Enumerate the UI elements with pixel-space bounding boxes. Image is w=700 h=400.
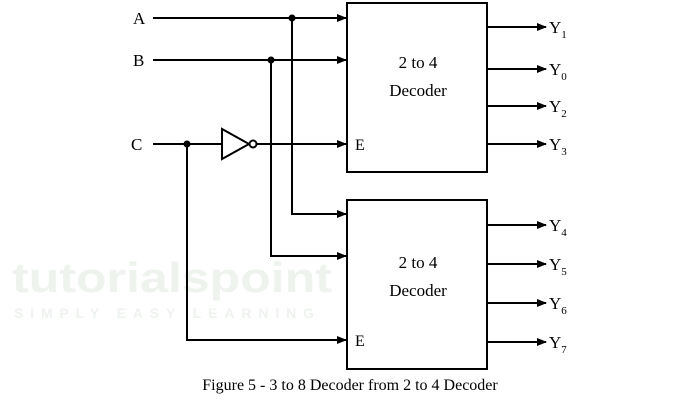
output-label-base: Y bbox=[549, 135, 561, 154]
wire-b-branch bbox=[270, 60, 347, 260]
output-label-subscript: 7 bbox=[561, 344, 567, 356]
input-label-a: A bbox=[133, 9, 146, 28]
output-label: Y0 bbox=[549, 60, 567, 83]
input-label-b: B bbox=[133, 51, 144, 70]
output-label-base: Y bbox=[549, 333, 561, 352]
input-label-c: C bbox=[131, 135, 142, 154]
junction-dot bbox=[267, 56, 275, 64]
not-gate-icon bbox=[221, 127, 252, 161]
decoder-1-enable: E bbox=[355, 137, 365, 154]
wire-c-branch bbox=[186, 144, 347, 344]
output-label: Y4 bbox=[549, 216, 567, 239]
decoder-2-enable: E bbox=[355, 333, 365, 350]
decoder-1-subtitle: Decoder bbox=[389, 81, 447, 100]
output-label-subscript: 1 bbox=[561, 29, 567, 41]
decoder-1-title: 2 to 4 bbox=[399, 53, 438, 72]
output-label-subscript: 2 bbox=[561, 108, 567, 120]
output-label: Y5 bbox=[549, 255, 567, 278]
decoder-2-title: 2 to 4 bbox=[399, 253, 438, 272]
wire-a-branch bbox=[291, 18, 347, 218]
output-label-base: Y bbox=[549, 97, 561, 116]
decoder-2-subtitle: Decoder bbox=[389, 281, 447, 300]
output-label: Y3 bbox=[549, 135, 567, 158]
decoder-box-2 bbox=[346, 199, 488, 370]
output-label-base: Y bbox=[549, 294, 561, 313]
output-label-subscript: 3 bbox=[561, 146, 567, 158]
watermark-brand: tutorialspoint bbox=[12, 254, 332, 301]
junction-dot bbox=[183, 140, 191, 148]
output-label: Y7 bbox=[549, 333, 567, 356]
output-label-base: Y bbox=[549, 255, 561, 274]
output-label-subscript: 5 bbox=[561, 266, 567, 278]
output-label: Y1 bbox=[549, 18, 567, 41]
inverter-bubble bbox=[248, 139, 258, 149]
output-label-subscript: 6 bbox=[561, 305, 567, 317]
watermark-tagline: SIMPLY EASY LEARNING bbox=[14, 305, 314, 321]
output-label-subscript: 0 bbox=[561, 71, 567, 83]
output-label-base: Y bbox=[549, 60, 561, 79]
output-label-subscript: 4 bbox=[561, 227, 567, 239]
junction-dot bbox=[288, 14, 296, 22]
decoder-box-1 bbox=[346, 2, 488, 173]
output-label: Y2 bbox=[549, 97, 567, 120]
figure-caption: Figure 5 - 3 to 8 Decoder from 2 to 4 De… bbox=[202, 377, 498, 394]
output-label: Y6 bbox=[549, 294, 567, 317]
output-label-base: Y bbox=[549, 216, 561, 235]
output-label-base: Y bbox=[549, 18, 561, 37]
